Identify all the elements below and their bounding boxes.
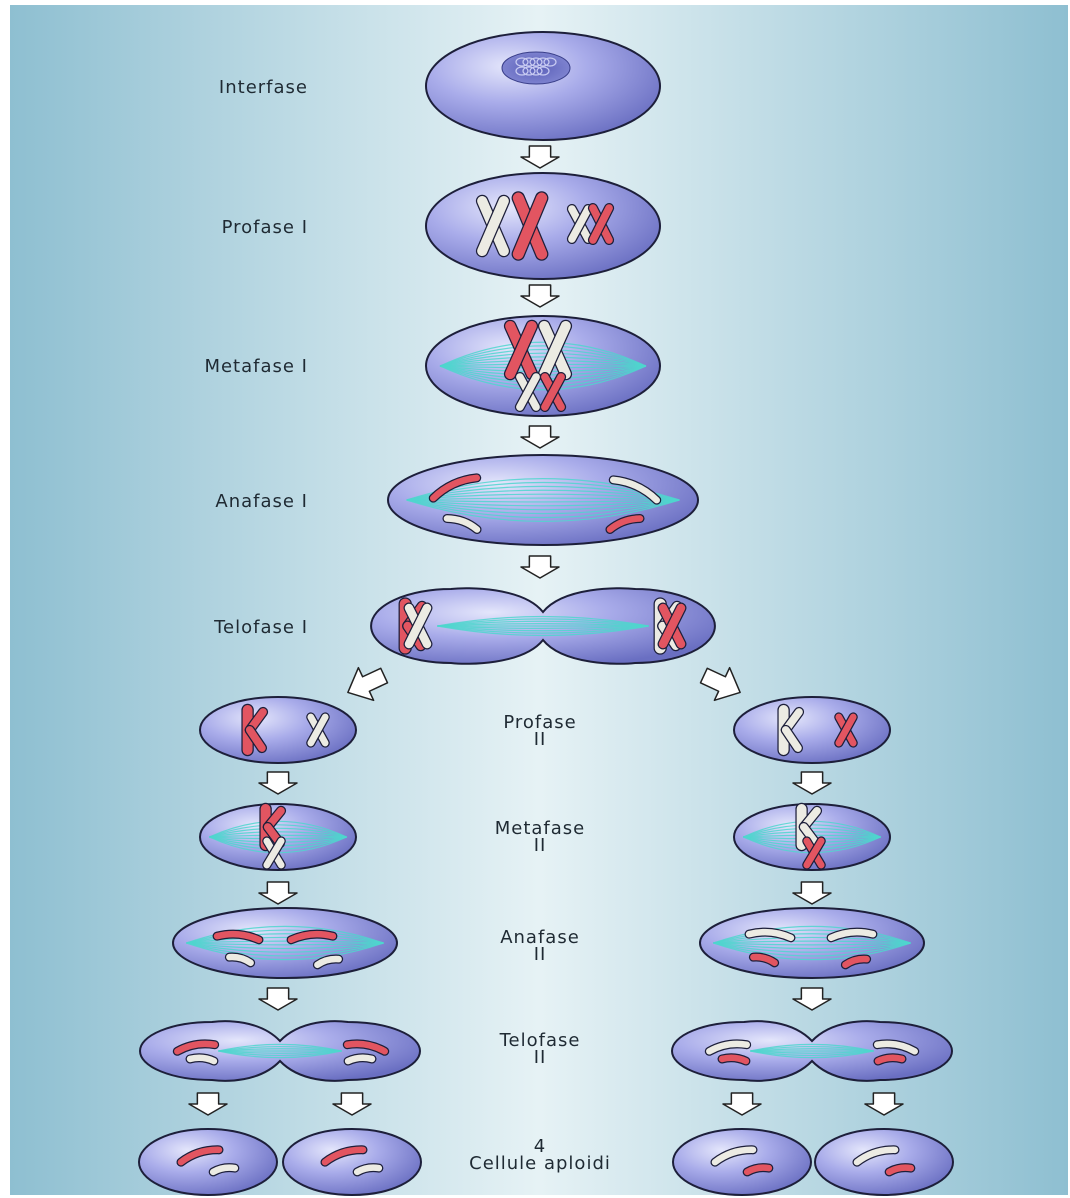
cell-haploid-2 — [283, 1129, 421, 1195]
chromosome-white-p — [357, 1168, 379, 1172]
cell-profase-2-left — [200, 697, 356, 763]
chromosome-white-j — [267, 841, 281, 865]
stage-label-metafase-2: Metafase II — [440, 820, 640, 854]
stage-label-profase-1: Profase I — [128, 217, 308, 238]
stage-label-profase-2-line2: II — [440, 731, 640, 748]
chromosome-white-n — [348, 1058, 372, 1061]
stage-label-telofase-2-line2: II — [440, 1049, 640, 1066]
stage-label-result: 4 Cellule aploidi — [440, 1138, 640, 1172]
chromosome-red-w — [747, 1168, 769, 1172]
stage-label-telofase-1: Telofase I — [128, 617, 308, 638]
stage-label-anafase-2-line2: II — [440, 946, 640, 963]
stage-label-metafase-2-line2: II — [440, 837, 640, 854]
cell-haploid-4 — [815, 1129, 953, 1195]
stage-label-profase-2: Profase II — [440, 714, 640, 748]
chromosome-red-u — [722, 1058, 746, 1061]
chromosome-red-v — [878, 1058, 902, 1061]
stage-label-metafase-1: Metafase I — [128, 356, 308, 377]
chromosome-white-i — [311, 717, 325, 743]
cell-profase-2-right — [734, 697, 890, 763]
stage-label-anafase-2: Anafase II — [440, 929, 640, 963]
cell-profase-1 — [426, 173, 660, 279]
cell-anafase-2-left — [173, 908, 397, 978]
chromosome-white-o — [213, 1168, 235, 1172]
stage-label-telofase-2: Telofase II — [440, 1032, 640, 1066]
cell-interfase — [426, 32, 660, 140]
chromosome-red-r — [807, 841, 821, 865]
nucleus — [502, 52, 570, 84]
chromosome-white-b — [572, 209, 588, 239]
chromosome-red-d — [545, 377, 561, 407]
chromosome-red-q — [839, 717, 853, 743]
stage-label-result-line2: Cellule aploidi — [440, 1155, 640, 1172]
cell-haploid-1 — [139, 1129, 277, 1195]
chromosome-red-x — [889, 1168, 911, 1172]
chromosome-white-m — [190, 1058, 214, 1061]
stage-label-anafase-1: Anafase I — [128, 491, 308, 512]
cell-haploid-3 — [673, 1129, 811, 1195]
stage-label-interfase: Interfase — [128, 77, 308, 98]
cell-anafase-2-right — [700, 908, 924, 978]
chromosome-white-d — [520, 377, 536, 407]
